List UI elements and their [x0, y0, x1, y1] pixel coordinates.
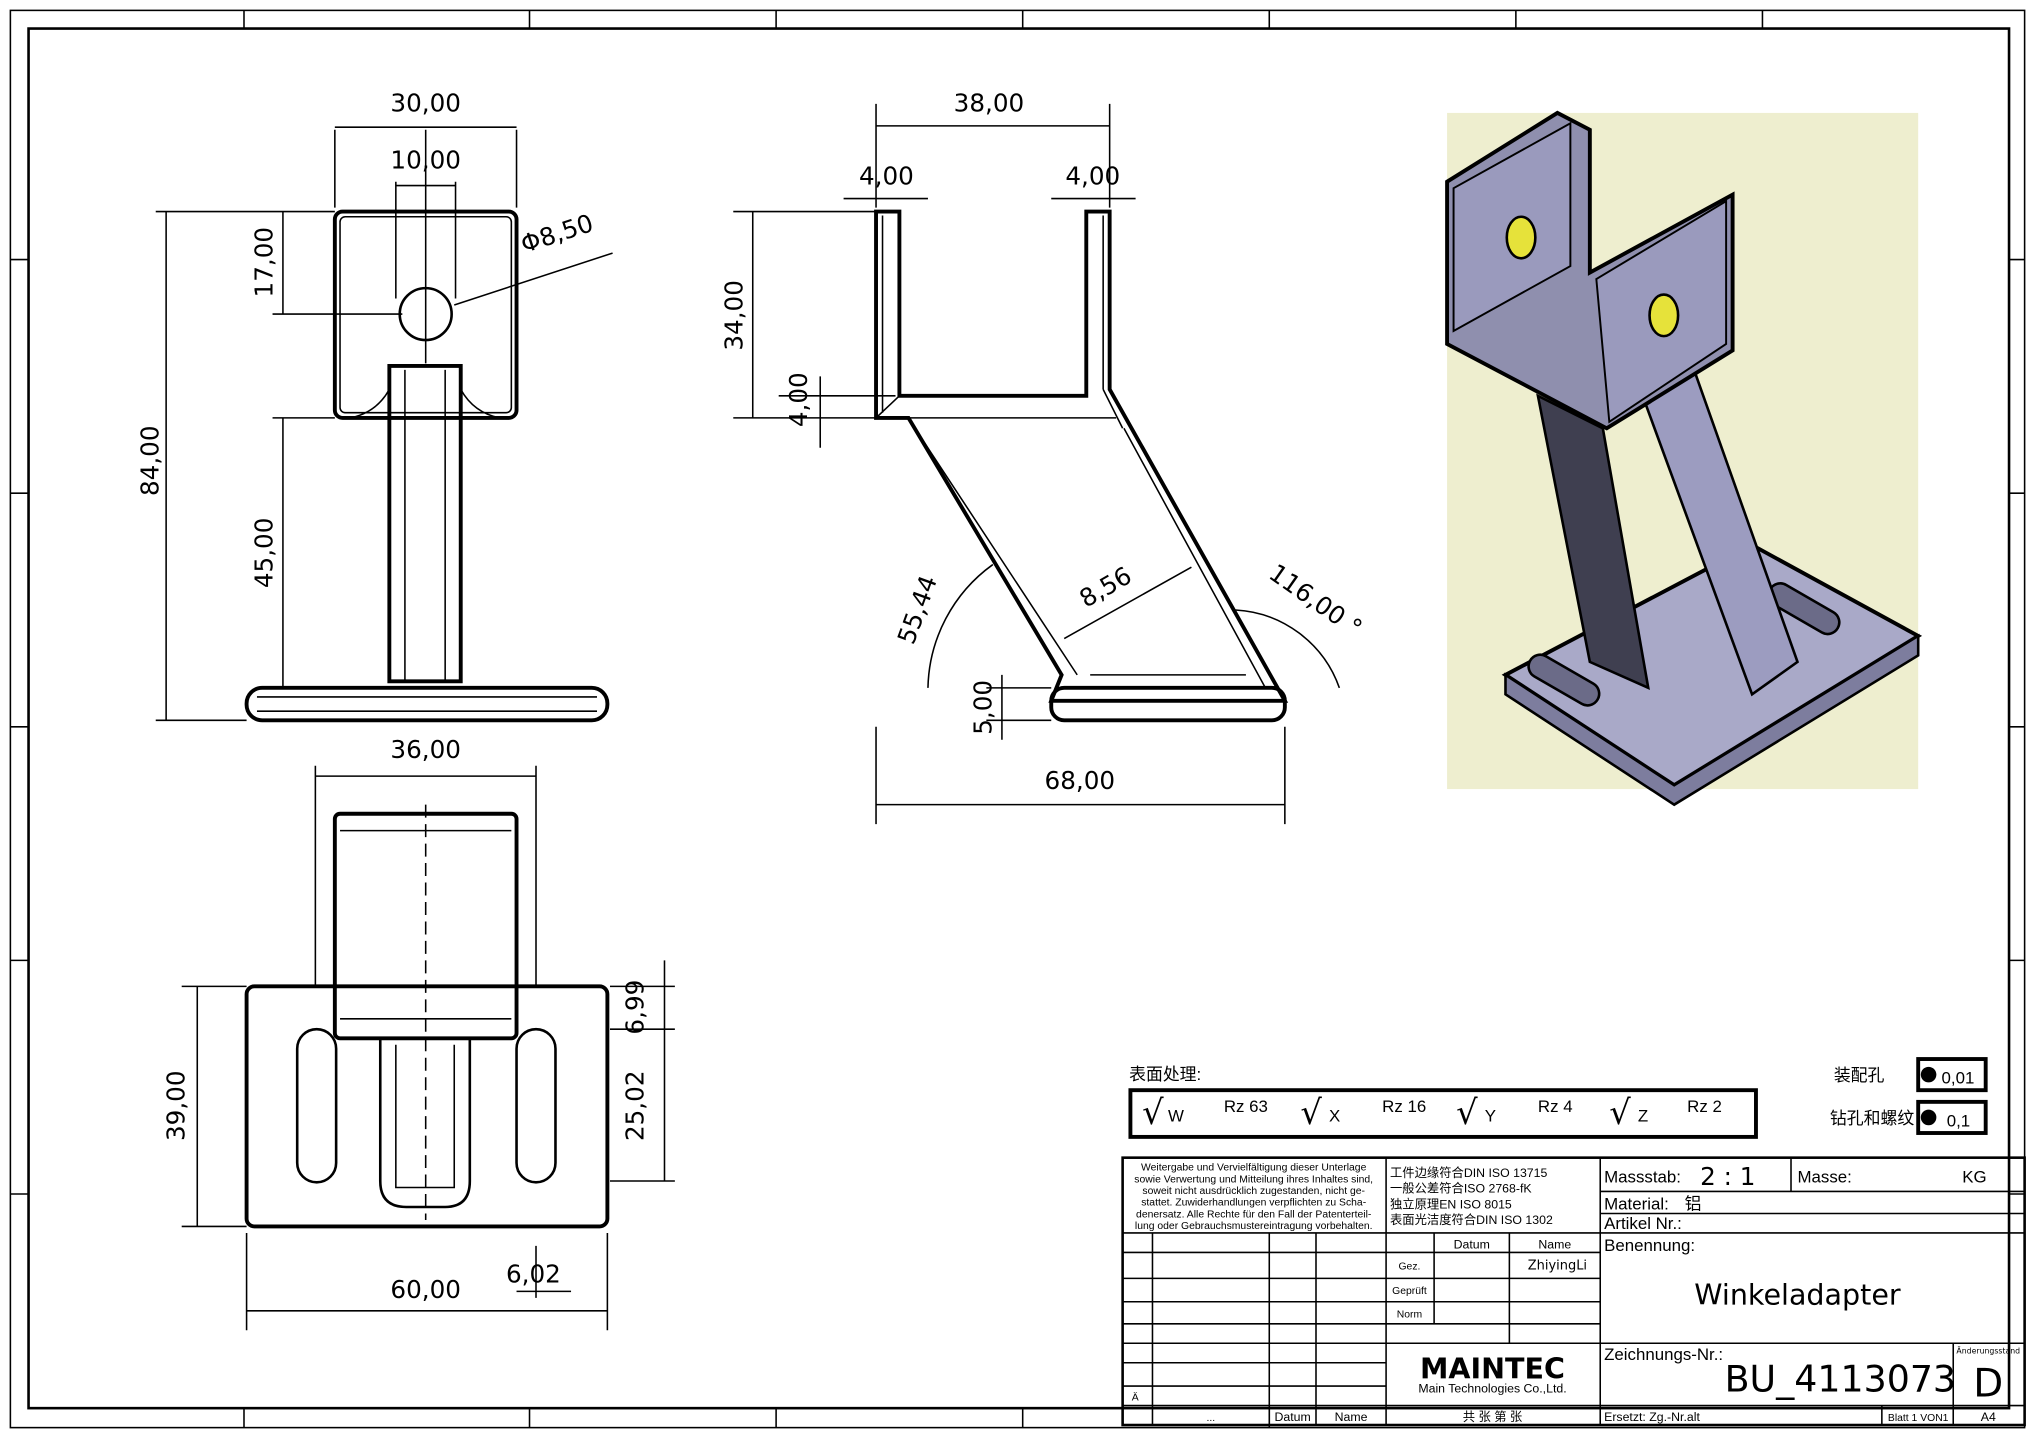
tolerance-value: 0,1	[1947, 1112, 1970, 1131]
mass-unit: KG	[1962, 1167, 1986, 1186]
surface-finish-box: 表面处理: √ W Rz 63 √ X Rz 16 √ Y Rz 4 √ Z R…	[1128, 1065, 1758, 1139]
change-mark: Ä	[1132, 1391, 1139, 1403]
isometric-render	[1445, 110, 1923, 807]
legal-notice-line: stattet. Zuwiderhandlungen verpflichten …	[1141, 1198, 1366, 1209]
tolerance-label: 装配孔	[1834, 1066, 1885, 1085]
legal-notice-line: lung oder Gebrauchsmustereintragung vorb…	[1135, 1221, 1373, 1232]
position-icon	[1920, 1109, 1937, 1126]
dim-39: 39,00	[161, 1070, 190, 1141]
dim-height-84: 84,00	[135, 425, 164, 496]
svg-text:√: √	[1456, 1093, 1478, 1132]
surface-value: Rz 4	[1538, 1097, 1573, 1116]
article-label: Artikel Nr.:	[1604, 1214, 1682, 1233]
dim-4-vertical: 4,00	[784, 372, 813, 427]
checked-label: Geprüft	[1392, 1286, 1427, 1297]
bottom-datum: Datum	[1275, 1410, 1311, 1424]
legal-notice-line: Weitergabe und Vervielfältigung dieser U…	[1141, 1163, 1367, 1174]
svg-text:√: √	[1300, 1093, 1322, 1132]
name-header: Name	[1538, 1238, 1571, 1252]
replaces: Ersetzt: Zg.-Nr.alt	[1604, 1410, 1700, 1424]
drawn-label: Gez.	[1398, 1261, 1420, 1272]
surface-value: Rz 2	[1687, 1097, 1722, 1116]
drawing-frame	[9, 9, 2026, 1429]
standard-line: 一般公差符合ISO 2768-fK	[1390, 1181, 1532, 1196]
drawn-by: ZhiyingLi	[1528, 1258, 1587, 1273]
bottom-view: 36,00 6,99 25,02 39,00 60,00 6,02	[161, 735, 675, 1331]
dim-36: 36,00	[390, 735, 461, 764]
dim-5: 5,00	[969, 680, 998, 735]
dim-602: 6,02	[506, 1259, 561, 1288]
sheet-count-cn: 共 张 第 张	[1463, 1410, 1523, 1424]
dim-wall-4-right: 4,00	[1065, 161, 1120, 190]
dim-60: 60,00	[390, 1275, 461, 1304]
name-label: Benennung:	[1604, 1236, 1695, 1255]
surface-label: 表面处理:	[1129, 1065, 1201, 1084]
root-icon: √	[1142, 1093, 1164, 1132]
side-view: 38,00 4,00 4,00 34,00 4,00 8,56 55,44 11…	[719, 89, 1368, 825]
dim-699: 6,99	[621, 980, 650, 1035]
datum-header: Datum	[1454, 1238, 1490, 1252]
svg-text:√: √	[1609, 1093, 1631, 1132]
dim-34: 34,00	[719, 280, 748, 351]
mass-label: Masse:	[1797, 1167, 1851, 1186]
dim-38: 38,00	[954, 89, 1025, 118]
revision-label: Änderungsstand	[1956, 1347, 2020, 1356]
standard-line: 表面光洁度符合DIN ISO 1302	[1390, 1212, 1553, 1227]
norm-label: Norm	[1397, 1309, 1422, 1320]
dim-angle-5544: 55,44	[892, 572, 943, 648]
legal-notice-line: denersatz. Alle Rechte für den Fall der …	[1136, 1209, 1371, 1220]
dim-thickness-856: 8,56	[1074, 561, 1136, 614]
material-label: Material:	[1604, 1195, 1669, 1214]
surface-symbol: X	[1329, 1106, 1340, 1125]
dim-17: 17,00	[250, 227, 279, 298]
surface-symbol: W	[1168, 1106, 1184, 1125]
scale-value: 2 : 1	[1700, 1162, 1755, 1191]
front-view: 30,00 10,00 Φ8,50 17,00 84,00 45,00	[135, 89, 613, 723]
tolerance-label: 钻孔和螺纹	[1830, 1109, 1914, 1128]
surface-value: Rz 63	[1224, 1097, 1268, 1116]
tolerance-value: 0,01	[1942, 1069, 1975, 1088]
dim-2502: 25,02	[621, 1070, 650, 1141]
tolerance-notes: 装配孔 0,01 钻孔和螺纹 0,1	[1830, 1057, 1988, 1135]
position-icon	[1920, 1066, 1937, 1083]
standard-line: 独立原理EN ISO 8015	[1390, 1196, 1512, 1211]
surface-symbol: Z	[1638, 1106, 1648, 1125]
paper-format: A4	[1981, 1410, 1996, 1424]
dim-width-30: 30,00	[390, 89, 461, 118]
scale-label: Massstab:	[1604, 1167, 1681, 1186]
sheet-number: Blatt 1 VON1	[1888, 1413, 1949, 1424]
dim-slot-10: 10,00	[390, 146, 461, 175]
standard-line: 工件边缘符合DIN ISO 13715	[1390, 1165, 1548, 1180]
title-block: Weitergabe und Vervielfältigung dieser U…	[1121, 1156, 2026, 1427]
company-name: Main Technologies Co.,Ltd.	[1418, 1382, 1566, 1396]
dim-45: 45,00	[250, 518, 279, 589]
surface-symbol: Y	[1485, 1106, 1496, 1125]
legal-notice-line: sowie Verwertung und Mitteilung ihres In…	[1134, 1174, 1373, 1185]
drawing-number: BU_4113073	[1725, 1357, 1956, 1400]
company-logo: MAINTEC	[1420, 1351, 1565, 1385]
bottom-name: Name	[1335, 1410, 1368, 1424]
dim-hole-diameter: Φ8,50	[517, 208, 597, 259]
dim-wall-4-left: 4,00	[859, 161, 914, 190]
bottom-dots: ...	[1207, 1413, 1216, 1424]
dim-68: 68,00	[1045, 766, 1116, 795]
legal-notice-line: soweit nicht ausdrücklich zugestanden, n…	[1142, 1186, 1365, 1197]
part-name: Winkeladapter	[1694, 1277, 1901, 1311]
revision: D	[1973, 1361, 2003, 1406]
surface-value: Rz 16	[1382, 1097, 1426, 1116]
dim-angle-116: 116,00 °	[1264, 558, 1368, 643]
material-value: 铝	[1685, 1195, 1702, 1214]
drawing-no-label: Zeichnungs-Nr.:	[1604, 1345, 1723, 1364]
